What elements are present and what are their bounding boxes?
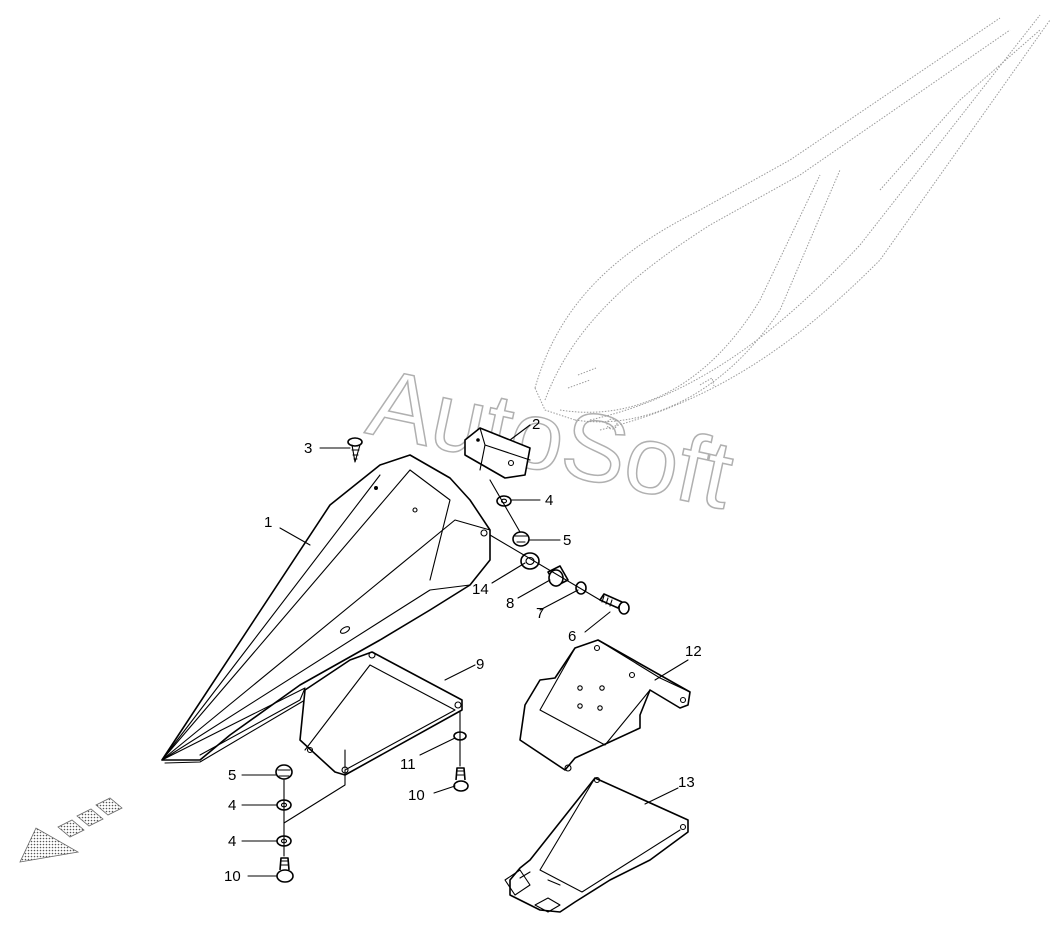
callout-6: 6 [568, 628, 576, 645]
callout-4-upper: 4 [545, 492, 553, 509]
callout-14: 14 [472, 581, 489, 598]
spacer-8 [547, 565, 569, 587]
bushing-14 [520, 552, 540, 570]
callout-9: 9 [476, 656, 484, 673]
bolt-10-right [453, 767, 469, 792]
bracket-plate-12 [519, 639, 691, 772]
callout-5-lower: 5 [228, 767, 236, 784]
callout-10-left: 10 [224, 868, 241, 885]
plate-9 [299, 651, 463, 776]
nut-5-upper [512, 531, 530, 547]
front-direction-arrow-icon [19, 797, 123, 863]
skid-plate-13 [504, 776, 689, 913]
callout-3: 3 [304, 440, 312, 457]
bolt-10-left [276, 857, 294, 883]
bracket-2 [464, 427, 531, 479]
frame-outline [534, 14, 1051, 431]
callout-4-lower: 4 [228, 833, 236, 850]
callout-4-middle: 4 [228, 797, 236, 814]
callout-13: 13 [678, 774, 695, 791]
callout-2: 2 [532, 416, 540, 433]
leader-lines [241, 424, 689, 877]
rear-fender [161, 454, 491, 764]
callout-labels: 1 2 3 4 5 14 8 7 6 9 12 11 10 13 5 4 4 1… [224, 416, 702, 885]
washer-7 [575, 581, 587, 595]
bolt-6 [599, 593, 630, 615]
callout-8: 8 [506, 595, 514, 612]
callout-11: 11 [400, 756, 416, 773]
nut-5-lower [275, 764, 293, 780]
callout-1: 1 [264, 514, 272, 531]
callout-12: 12 [685, 643, 702, 660]
callout-7: 7 [536, 605, 544, 622]
screw-3 [347, 437, 363, 463]
callout-10-right: 10 [408, 787, 425, 804]
callout-5-upper: 5 [563, 532, 571, 549]
